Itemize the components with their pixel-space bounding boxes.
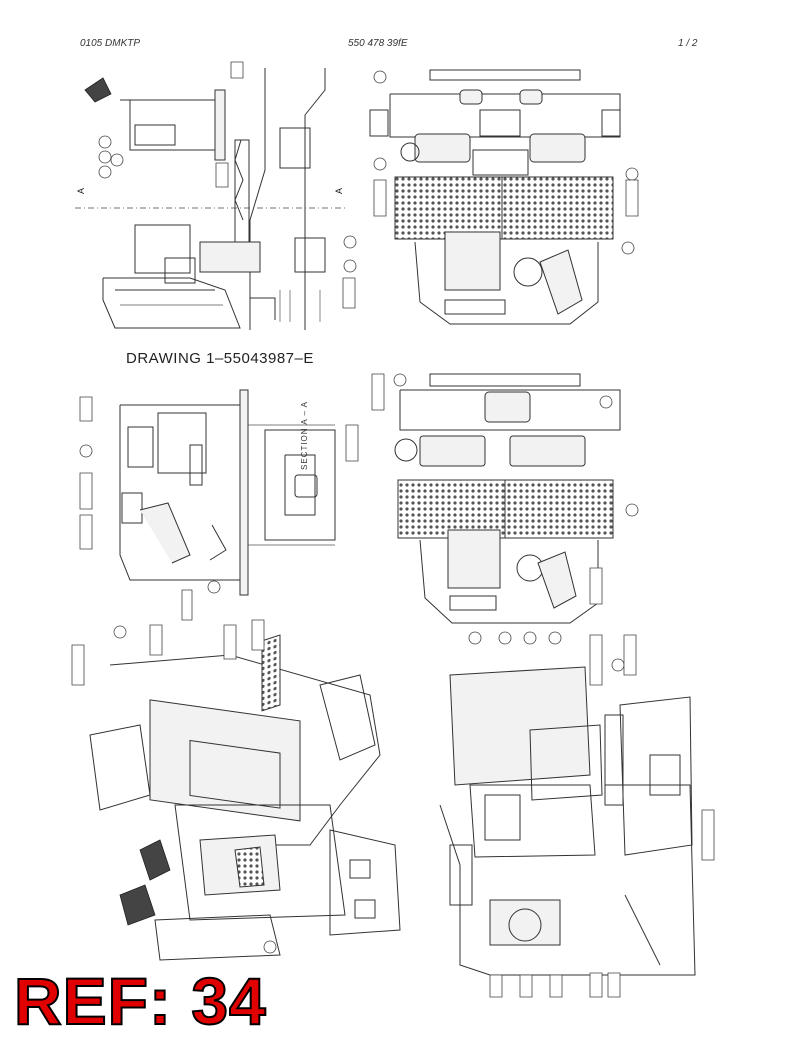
isometric-drawing (440, 667, 695, 975)
callout-balloons (72, 620, 276, 953)
header-page-number: 1 / 2 (678, 38, 698, 49)
ref-stamp: REF: 34 (13, 964, 267, 1038)
section-marker-right: A (334, 187, 345, 195)
plan-view-middle (380, 368, 640, 638)
header-part-number: 550 478 39fE (348, 38, 408, 49)
header-document-code: 0105 DMKTP (80, 38, 141, 49)
callout-balloons (374, 71, 638, 254)
callout-balloons (372, 374, 638, 644)
callout-balloons (80, 397, 358, 620)
plan-view-drawing (370, 70, 620, 324)
side-elevation-view (75, 60, 345, 340)
drawing-title: DRAWING 1–55043987–E (126, 350, 314, 367)
isometric-drawing (90, 635, 400, 960)
callout-balloons (490, 635, 714, 997)
isometric-view-left (80, 635, 400, 965)
plan-view-drawing (395, 374, 620, 623)
section-marker-left: A (76, 187, 87, 195)
section-view-drawing (120, 390, 335, 595)
isometric-view-right (430, 645, 720, 985)
section-a-a-view (90, 385, 360, 615)
plan-view-top (370, 62, 640, 337)
callout-balloons (99, 62, 356, 308)
side-view-drawing (75, 68, 345, 330)
section-a-a-label: SECTION A – A (300, 400, 309, 470)
